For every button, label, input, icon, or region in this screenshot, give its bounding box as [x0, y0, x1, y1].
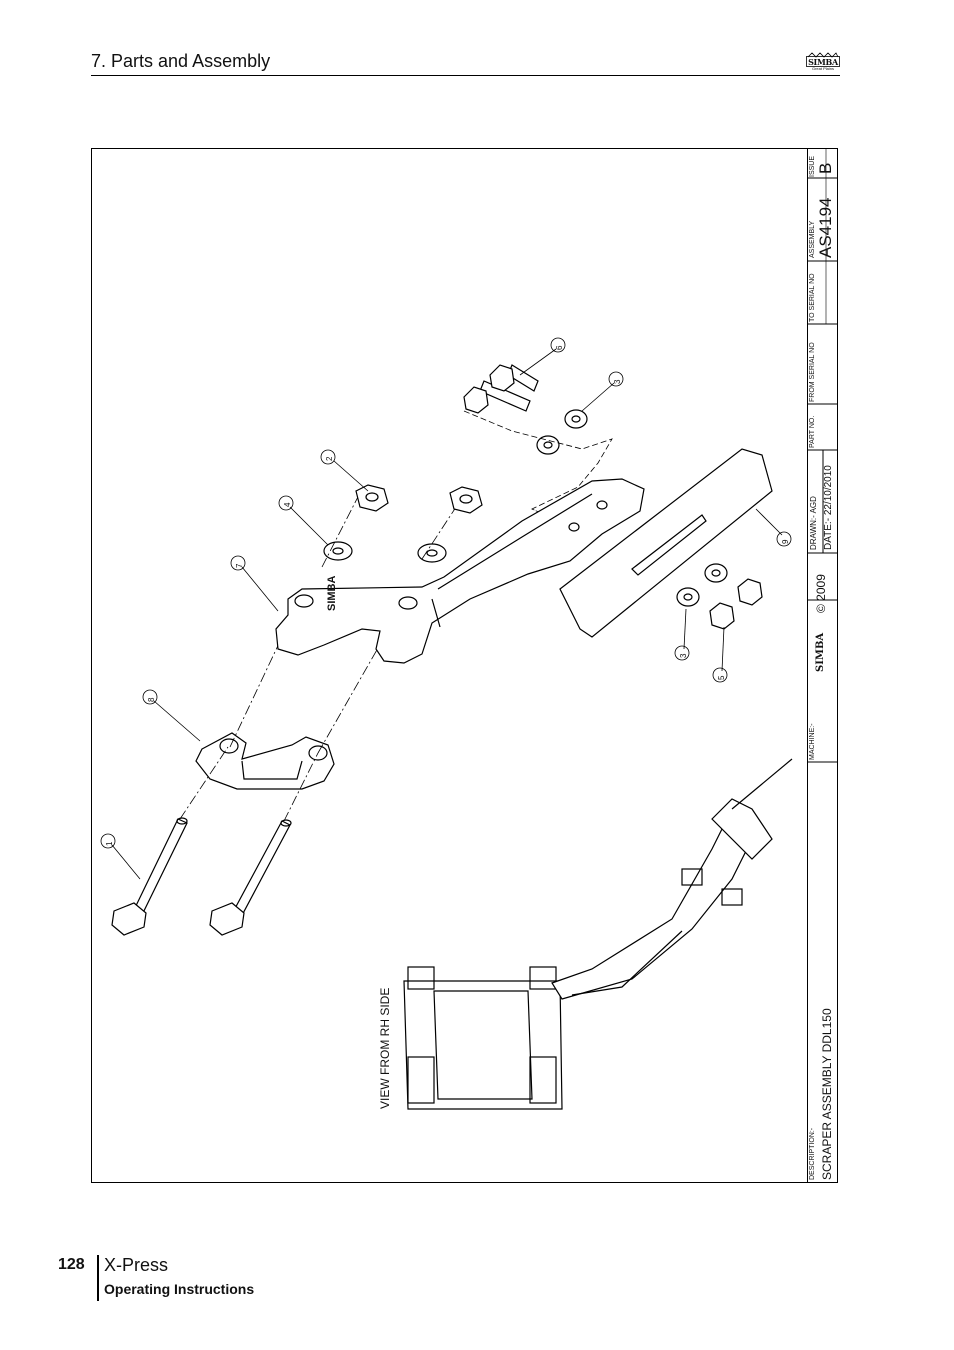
logo-subtext: Great Plains	[811, 66, 834, 71]
issue-value: B	[816, 162, 835, 174]
callout-9: 9	[781, 539, 790, 544]
long-bolt-1	[111, 817, 188, 936]
title-block-brand: SIMBA	[815, 632, 826, 672]
nut-5b	[737, 578, 763, 606]
arm-stamp: SIMBA	[326, 575, 338, 611]
washer-3-low-b	[704, 563, 728, 583]
from-serial-label: FROM SERIAL NO	[809, 342, 816, 402]
drawn-by: DRAWN:- AGD	[809, 496, 818, 550]
locknut-2	[355, 484, 389, 512]
logo-brand: SIMBA	[808, 57, 838, 67]
callout-circles	[100, 337, 792, 849]
callout-3a: 3	[613, 379, 622, 384]
title-block-grid	[807, 148, 838, 1183]
callout-1: 1	[105, 841, 114, 846]
description-label: DESCRIPTION:-	[809, 1127, 816, 1180]
nut-5	[709, 602, 735, 630]
footer-divider	[97, 1255, 99, 1301]
washer-4b	[417, 543, 447, 563]
callout-2: 2	[325, 456, 334, 461]
callout-8: 8	[147, 697, 156, 702]
short-bolt-6	[463, 364, 539, 414]
header-divider	[91, 75, 840, 76]
washer-3-low	[676, 587, 700, 607]
washer-3-top-b	[564, 409, 588, 429]
to-serial-label: TO SERIAL NO	[809, 273, 816, 322]
drawing-frame: 1 2 3 3 4 5 6 7 8 9 SIMBA VIEW FROM RH S…	[91, 148, 838, 1183]
drawing-date: DATE:- 22/10/2010	[823, 465, 834, 550]
assembly-number: AS4194	[816, 197, 835, 259]
callout-5: 5	[717, 675, 726, 680]
callout-4: 4	[283, 502, 292, 507]
exploded-assembly-drawing	[100, 337, 793, 1110]
washer-4	[323, 541, 353, 561]
page-number: 128	[58, 1256, 85, 1273]
issue-label: ISSUE	[809, 155, 816, 177]
callout-3b: 3	[679, 653, 688, 658]
callout-7: 7	[235, 563, 244, 568]
document-subtitle: Operating Instructions	[104, 1281, 255, 1297]
copyright: © 2009	[814, 574, 828, 613]
callout-leaders	[111, 348, 783, 880]
clamp-block-8	[195, 732, 335, 790]
part-no-label: PART NO.	[809, 415, 816, 448]
scraper-blade-9	[559, 448, 773, 638]
assembly-label: ASSEMBLY	[809, 220, 816, 258]
locknut-2b	[449, 486, 483, 514]
view-label: VIEW FROM RH SIDE	[378, 987, 392, 1109]
side-view-assembly	[403, 758, 793, 1110]
machine-label: MACHINE:-	[809, 723, 816, 760]
product-name: X-Press	[104, 1255, 169, 1275]
long-bolt-2	[209, 819, 292, 936]
scraper-arm-7	[275, 478, 645, 664]
description: SCRAPER ASSEMBLY DDL150	[820, 1008, 834, 1180]
simba-logo: SIMBA Great Plains	[806, 52, 840, 74]
washer-3-top	[536, 435, 560, 455]
section-title: 7. Parts and Assembly	[91, 51, 271, 71]
callout-6: 6	[555, 345, 564, 350]
